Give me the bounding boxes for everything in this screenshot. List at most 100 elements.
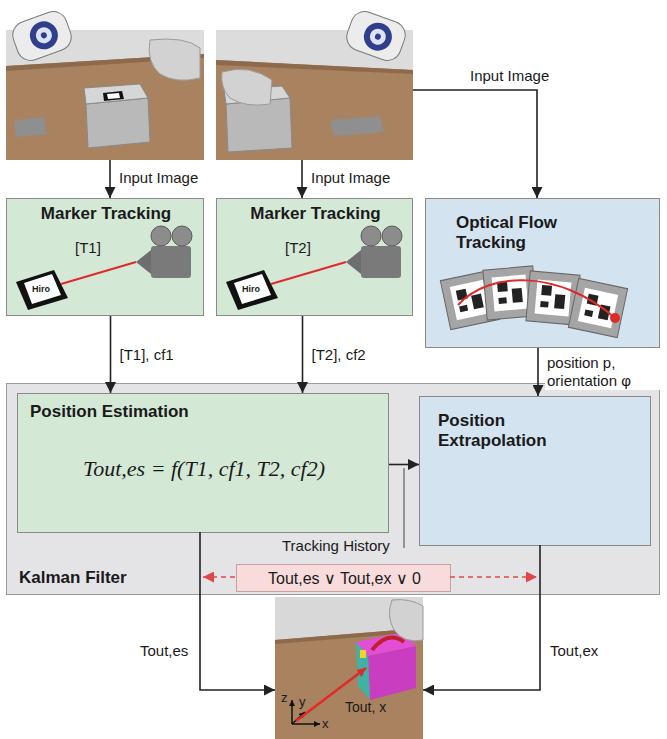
transform-label: [T1]: [75, 239, 101, 257]
drawing-part: [275, 628, 423, 739]
label-holder: Input Image: [468, 67, 551, 85]
output-label: Tout,es: [138, 642, 190, 660]
label-holder: y: [299, 694, 306, 710]
text-holder: [T2]: [285, 239, 311, 257]
drawing-part: [275, 628, 423, 644]
drawing-part: [360, 650, 366, 658]
optical-flow-illustration: [440, 266, 627, 338]
connector-arrow: [389, 464, 419, 466]
transform-label: [T2]: [285, 239, 311, 257]
connector-arrow: [302, 316, 304, 393]
edge-label: position p, orientation φ: [545, 354, 667, 390]
axis-label: y: [299, 694, 306, 710]
group-title: Kalman Filter: [19, 568, 127, 588]
camera-icon: [9, 8, 75, 65]
marker-camera-illustration: [226, 226, 402, 310]
text-holder: Position Estimation: [30, 402, 189, 422]
output-arrow: [200, 532, 275, 690]
group-box: Kalman Filter Position EstimationTout,es …: [6, 383, 660, 595]
leader-line: [404, 468, 405, 548]
drawing-part: [216, 60, 413, 74]
drawing-part: [372, 638, 404, 651]
label-holder: Input Image: [117, 169, 200, 187]
edge-label: [T2], cf2: [310, 346, 368, 364]
drawing-part: [6, 54, 204, 160]
drawing-part: [292, 712, 305, 724]
text-holder: Tout,es ∨ Tout,ex ∨ 0: [237, 569, 452, 588]
drawing-part: [14, 117, 47, 137]
drawing-part: [343, 8, 409, 65]
input-arrow: [109, 160, 111, 198]
drawing-part: [292, 723, 320, 725]
label-holder: z: [281, 690, 288, 706]
drawing-part: [9, 8, 75, 65]
box-title: Marker Tracking: [7, 204, 205, 224]
connector-arrow: [537, 348, 539, 396]
marker-text: Hiro: [242, 284, 260, 295]
drawing-part: [149, 39, 200, 80]
label-holder: Hiro: [242, 284, 260, 295]
drawing-part: [356, 642, 370, 700]
drawing-part: [275, 597, 423, 739]
drawing-part: [458, 280, 615, 318]
output-label: Tout,ex: [548, 642, 600, 660]
drawing-part: [330, 116, 384, 136]
drawing-part: [216, 30, 413, 160]
label-holder: Tout,es: [138, 642, 190, 660]
connector-arrow: [110, 316, 112, 393]
camera-icon: [343, 8, 409, 65]
drawing-part: [356, 632, 416, 656]
label-holder: Input Image: [309, 169, 392, 187]
label-holder: Tracking History: [280, 537, 392, 555]
selector-box: Tout,es ∨ Tout,ex ∨ 0: [236, 564, 451, 592]
drawing-part: [389, 600, 423, 641]
label-holder: position p, orientation φ: [545, 354, 667, 390]
input-arrow: [301, 160, 303, 198]
process-box: Position Extrapolation: [419, 396, 651, 546]
text-holder: Marker Tracking: [217, 204, 414, 224]
text-holder: Position Extrapolation: [438, 411, 568, 452]
axis-label: z: [281, 690, 288, 706]
output-arrow: [423, 545, 540, 690]
text-holder: [T1]: [75, 239, 101, 257]
text-holder: Kalman Filter: [19, 568, 127, 588]
drawing-part: [6, 54, 204, 71]
drawing-part: [86, 98, 150, 148]
drawing-part: [440, 270, 499, 329]
result-scene-image: [275, 597, 423, 739]
formula: Tout,es = f(T1, cf1, T2, cf2): [18, 456, 390, 482]
axis-label: x: [322, 716, 329, 732]
box-title: Position Estimation: [30, 402, 189, 422]
drawing-part: [224, 86, 290, 104]
drawing-part: [103, 91, 124, 101]
drawing-part: [610, 313, 620, 323]
label-holder: [T1], cf1: [118, 346, 176, 364]
drawing-part: [526, 271, 580, 325]
text-holder: Tout,es = f(T1, cf1, T2, cf2): [18, 456, 390, 482]
drawing-part: [216, 60, 413, 160]
drawing-part: [483, 266, 537, 320]
label-holder: Tout, x: [345, 699, 386, 716]
drawing-part: [84, 84, 148, 104]
drawing-part: [368, 646, 416, 700]
connector-group: [111, 316, 539, 465]
marker-camera-illustration: [16, 226, 192, 310]
marker-text: Hiro: [32, 284, 50, 295]
drawing-part: [568, 278, 627, 337]
label-holder: Tout,ex: [548, 642, 600, 660]
text-holder: Marker Tracking: [7, 204, 205, 224]
selector-dashed-arrow: [203, 576, 235, 578]
process-box: Marker Tracking [T1]: [6, 198, 204, 316]
input-arrow: [413, 90, 537, 198]
box-title: Position Extrapolation: [438, 411, 568, 452]
drawing-part: [226, 98, 292, 152]
drawing-part: [291, 700, 293, 724]
input-label: Input Image: [309, 169, 392, 187]
process-box: Optical Flow Tracking: [425, 198, 660, 348]
camera-view-image: [216, 30, 413, 160]
pose-label: Tout, x: [345, 699, 386, 716]
label-holder: x: [322, 716, 329, 732]
selector-dashed-arrow: [450, 576, 537, 578]
process-box: Marker Tracking [T2]: [216, 198, 413, 316]
